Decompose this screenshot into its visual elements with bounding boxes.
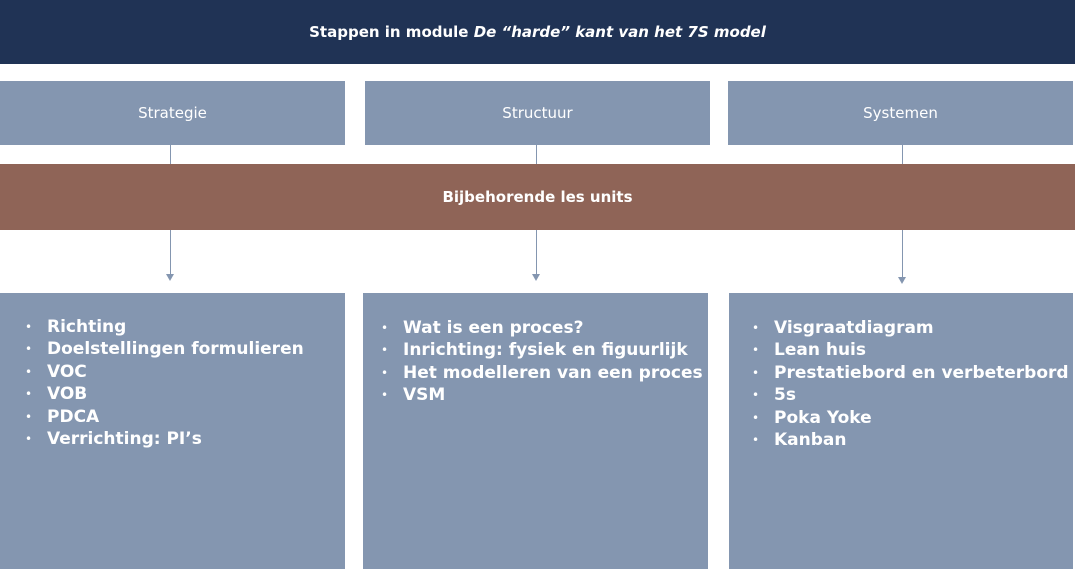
bullet-icon: • (381, 343, 389, 358)
title-emphasis: De “harde” kant van het 7S model (473, 23, 766, 41)
list-item: •VOC (25, 361, 87, 382)
list-item: •PDCA (25, 406, 100, 427)
column-heading-label: Systemen (863, 104, 938, 122)
list-item: •Prestatiebord en verbeterbord (752, 362, 1069, 383)
arrow-line (902, 230, 903, 277)
unit-list: •Richting •Doelstellingen formulieren •V… (25, 316, 345, 450)
column-heading-label: Structuur (502, 104, 573, 122)
bullet-icon: • (25, 364, 33, 379)
bullet-icon: • (752, 433, 760, 448)
arrow-down-icon (166, 274, 174, 281)
bullet-icon: • (25, 320, 33, 334)
units-box-strategie: •Richting •Doelstellingen formulieren •V… (0, 293, 345, 569)
list-item: •Het modelleren van een proces (381, 362, 703, 383)
bullet-icon: • (752, 410, 760, 425)
arrow-line (536, 230, 537, 274)
bullet-icon: • (25, 387, 33, 402)
title-banner: Stappen in module De “harde” kant van he… (0, 0, 1075, 64)
column-heading-structuur: Structuur (365, 81, 710, 145)
arrow-down-icon (532, 274, 540, 281)
connector-line (170, 145, 171, 164)
bullet-icon: • (381, 388, 389, 403)
unit-list: •Wat is een proces? •Inrichting: fysiek … (381, 317, 708, 407)
unit-list: •Visgraatdiagram •Lean huis •Prestatiebo… (752, 317, 1073, 451)
bullet-icon: • (25, 409, 33, 424)
units-box-structuur: •Wat is een proces? •Inrichting: fysiek … (363, 293, 708, 569)
list-item: •Poka Yoke (752, 407, 872, 428)
list-item: •Inrichting: fysiek en figuurlijk (381, 340, 688, 361)
list-item: •Doelstellingen formulieren (25, 339, 304, 360)
bullet-icon: • (752, 321, 760, 335)
units-box-systemen: •Visgraatdiagram •Lean huis •Prestatiebo… (729, 293, 1073, 569)
column-heading-systemen: Systemen (728, 81, 1073, 145)
bullet-icon: • (381, 365, 389, 380)
list-item: •5s (752, 385, 796, 406)
connector-line (536, 145, 537, 164)
band-label: Bijbehorende les units (442, 188, 633, 206)
units-band: Bijbehorende les units (0, 164, 1075, 230)
bullet-icon: • (25, 342, 33, 357)
arrow-down-icon (898, 277, 906, 284)
list-item: •VSM (381, 385, 446, 406)
arrow-line (170, 230, 171, 274)
list-item: •Richting (25, 317, 127, 337)
list-item: •Kanban (752, 430, 847, 451)
list-item: •VOB (25, 384, 88, 405)
bullet-icon: • (752, 388, 760, 403)
connector-line (902, 145, 903, 164)
column-heading-strategie: Strategie (0, 81, 345, 145)
title-prefix: Stappen in module (309, 23, 474, 41)
bullet-icon: • (752, 365, 760, 380)
list-item: •Verrichting: PI’s (25, 429, 202, 450)
bullet-icon: • (381, 321, 389, 335)
column-heading-label: Strategie (138, 104, 207, 122)
list-item: •Lean huis (752, 340, 867, 361)
list-item: •Wat is een proces? (381, 318, 584, 338)
list-item: •Visgraatdiagram (752, 318, 934, 338)
bullet-icon: • (752, 343, 760, 358)
bullet-icon: • (25, 432, 33, 447)
